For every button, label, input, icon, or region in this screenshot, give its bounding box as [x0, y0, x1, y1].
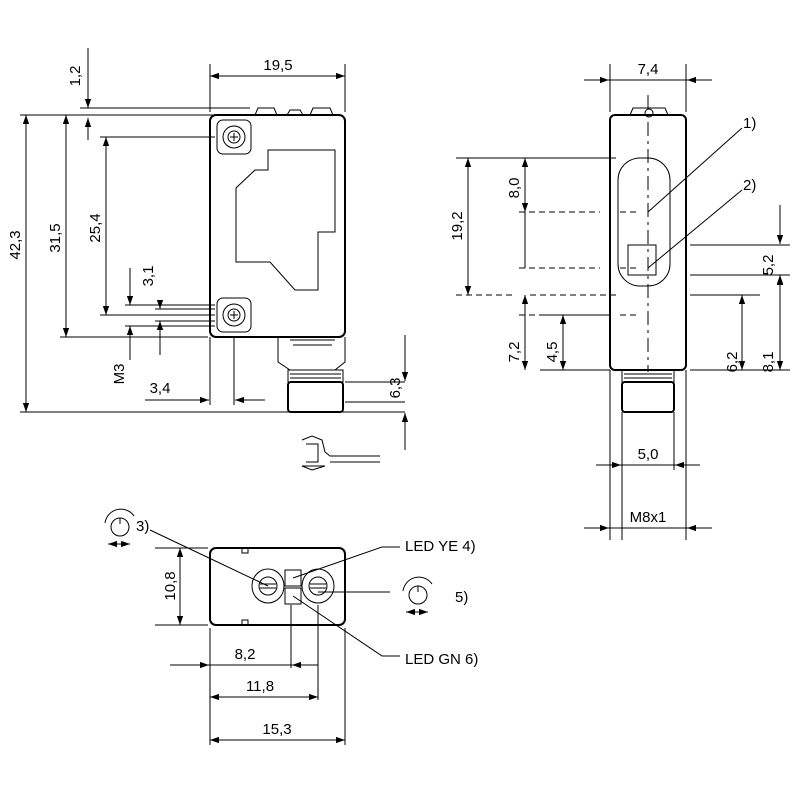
dim-top-height: 10,8: [162, 571, 179, 600]
dim-total-height: 42,3: [7, 230, 24, 259]
dim-thread: M3: [111, 364, 128, 385]
led-yellow: [284, 569, 302, 587]
front-view: 19,5 1,2 42,3 31,5 25,4 3,1 M3 3,4 6,3: [7, 48, 409, 471]
dim-hole-spacing: 25,4: [87, 213, 104, 242]
dim-body-height: 31,5: [47, 223, 64, 252]
dim-side-width: 7,4: [638, 61, 659, 78]
side-top-bump: [629, 107, 669, 116]
callout-pot-right: 5): [455, 589, 468, 606]
top-terminal-bumps: [254, 107, 334, 116]
dim-top-offset: 1,2: [67, 66, 84, 87]
dim-width: 19,5: [263, 57, 292, 74]
side-connector: [621, 369, 675, 413]
rotate-adjust-icon-right: [402, 576, 433, 616]
top-housing-outline: [209, 547, 346, 626]
potentiometer-right: [301, 568, 335, 604]
callout-led-ye: LED YE 4): [405, 538, 476, 555]
top-view: 10,8 8,2 11,8 15,3 3) LED YE 4): [104, 508, 478, 745]
dim-axis-1: 8,0: [506, 178, 523, 199]
dim-hole-edge: 3,4: [150, 380, 171, 397]
dim-connector-height: 6,3: [387, 378, 404, 399]
dim-connector-width: 5,0: [638, 446, 659, 463]
callout-led-gn: LED GN 6): [405, 651, 478, 668]
front-connector: [277, 337, 346, 413]
dim-lens-height: 19,2: [449, 211, 466, 240]
angled-plug-icon: [301, 435, 380, 471]
lens-window: [235, 149, 336, 291]
side-led-window: [627, 244, 657, 276]
dim-bottom-2: 4,5: [544, 342, 561, 363]
led-green: [284, 587, 302, 605]
dim-hole-offset: 3,1: [140, 266, 157, 287]
dim-connector-thread: M8x1: [630, 509, 667, 526]
dim-bottom-1: 7,2: [506, 342, 523, 363]
callout-pot-left: 3): [136, 518, 149, 535]
callout-1: 1): [743, 115, 756, 132]
callout-2: 2): [743, 177, 756, 194]
dim-top-d3: 15,3: [262, 721, 291, 738]
mounting-hole-top: [216, 119, 252, 155]
dim-bottom-4: 8,1: [760, 352, 777, 373]
dim-bottom-3: 6,2: [724, 352, 741, 373]
side-lens: [617, 157, 671, 287]
rotate-adjust-icon-left: [104, 508, 135, 548]
dim-top-d1: 8,2: [235, 646, 256, 663]
side-view: 7,4 19,2 8,0 5,2 7,2 4,5 6,2 8,1 5,0: [449, 61, 790, 540]
front-housing-outline: [209, 114, 346, 338]
dim-top-d2: 11,8: [246, 678, 274, 695]
mounting-hole-bottom: [216, 297, 252, 333]
dim-led-window: 5,2: [760, 255, 777, 276]
